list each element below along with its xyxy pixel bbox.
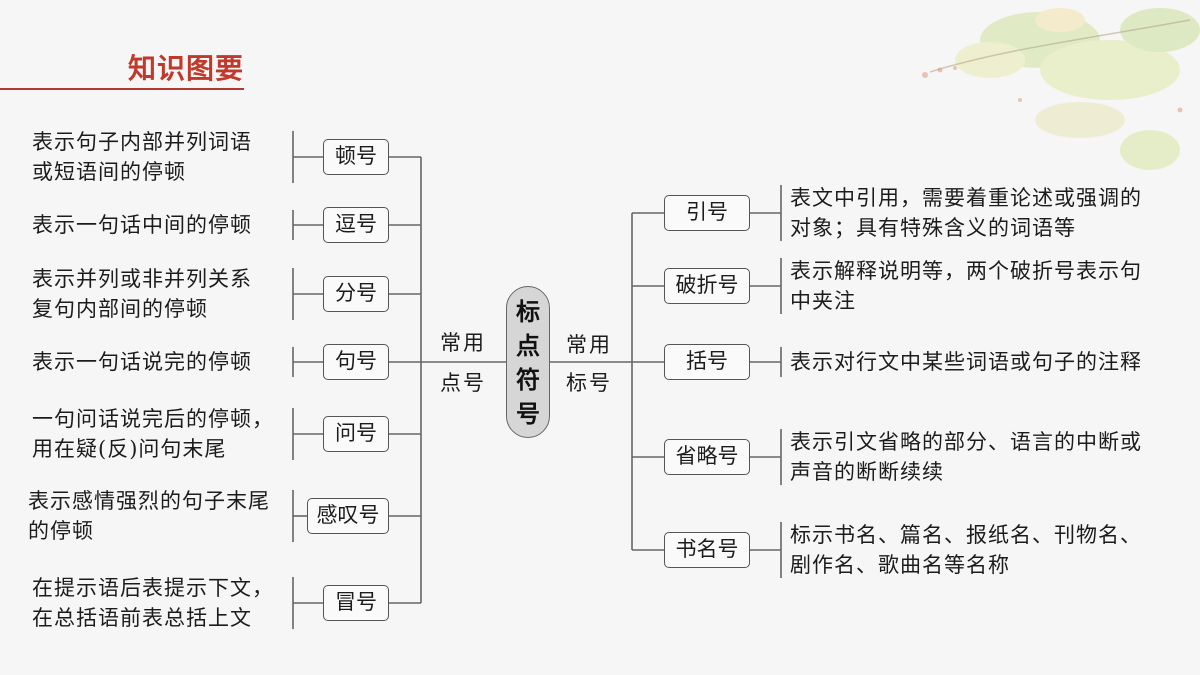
left-desc-line: 在提示语后表提示下文， [32,576,274,600]
left-desc-line: 表示一句话说完的停顿 [32,350,252,374]
left-desc-line: 表示感情强烈的句子末尾 [28,489,270,513]
node-right-3: 括号 [664,344,750,380]
node-right-4: 省略号 [664,439,750,475]
right-desc-line: 中夹注 [790,289,856,313]
left-desc-line: 表示一句话中间的停顿 [32,213,252,237]
root-char: 点 [516,332,540,360]
right-desc-line: 表文中引用，需要着重论述或强调的 [790,186,1142,210]
right-desc-line: 标示书名、篇名、报纸名、刊物名、 [790,523,1142,547]
node-1: 顿号 [323,139,389,175]
left-desc-line: 的停顿 [28,519,94,543]
right-desc-line: 表示引文省略的部分、语言的中断或 [790,430,1142,454]
right-desc-line: 表示对行文中某些词语或句子的注释 [790,350,1142,374]
page-title: 知识图要 [128,52,245,85]
root-node: 标 点 符 号 [506,286,550,438]
right-desc-line: 声音的断断续续 [790,460,944,484]
left-desc-line: 复句内部间的停顿 [32,297,208,321]
node-5: 问号 [323,416,389,452]
left-desc-line: 一句问话说完后的停顿， [32,407,274,431]
root-char: 号 [516,400,540,428]
title-underline [0,88,244,90]
right-desc-line: 对象；具有特殊含义的词语等 [790,216,1076,240]
left-desc-line: 用在疑(反)问句末尾 [32,437,227,461]
root-char: 符 [516,366,540,394]
left-desc-line: 表示并列或非并列关系 [32,267,252,291]
left-desc-line: 表示句子内部并列词语 [32,130,252,154]
right-desc-line: 剧作名、歌曲名等名称 [790,553,1010,577]
left-group-label-2: 点号 [440,371,486,395]
node-3: 分号 [323,276,389,312]
left-group-label-1: 常用 [440,331,486,355]
left-desc-line: 在总括语前表总括上文 [32,606,252,630]
node-7: 冒号 [323,585,389,621]
node-4: 句号 [323,344,389,380]
left-desc-line: 或短语间的停顿 [32,160,186,184]
right-desc-line: 表示解释说明等，两个破折号表示句 [790,259,1142,283]
node-right-2: 破折号 [664,268,750,304]
right-group-label-1: 常用 [566,333,612,357]
node-2: 逗号 [323,207,389,243]
root-char: 标 [516,298,540,326]
node-right-5: 书名号 [664,532,750,568]
right-group-label-2: 标号 [566,371,612,395]
node-6: 感叹号 [307,498,389,534]
node-right-1: 引号 [664,195,750,231]
